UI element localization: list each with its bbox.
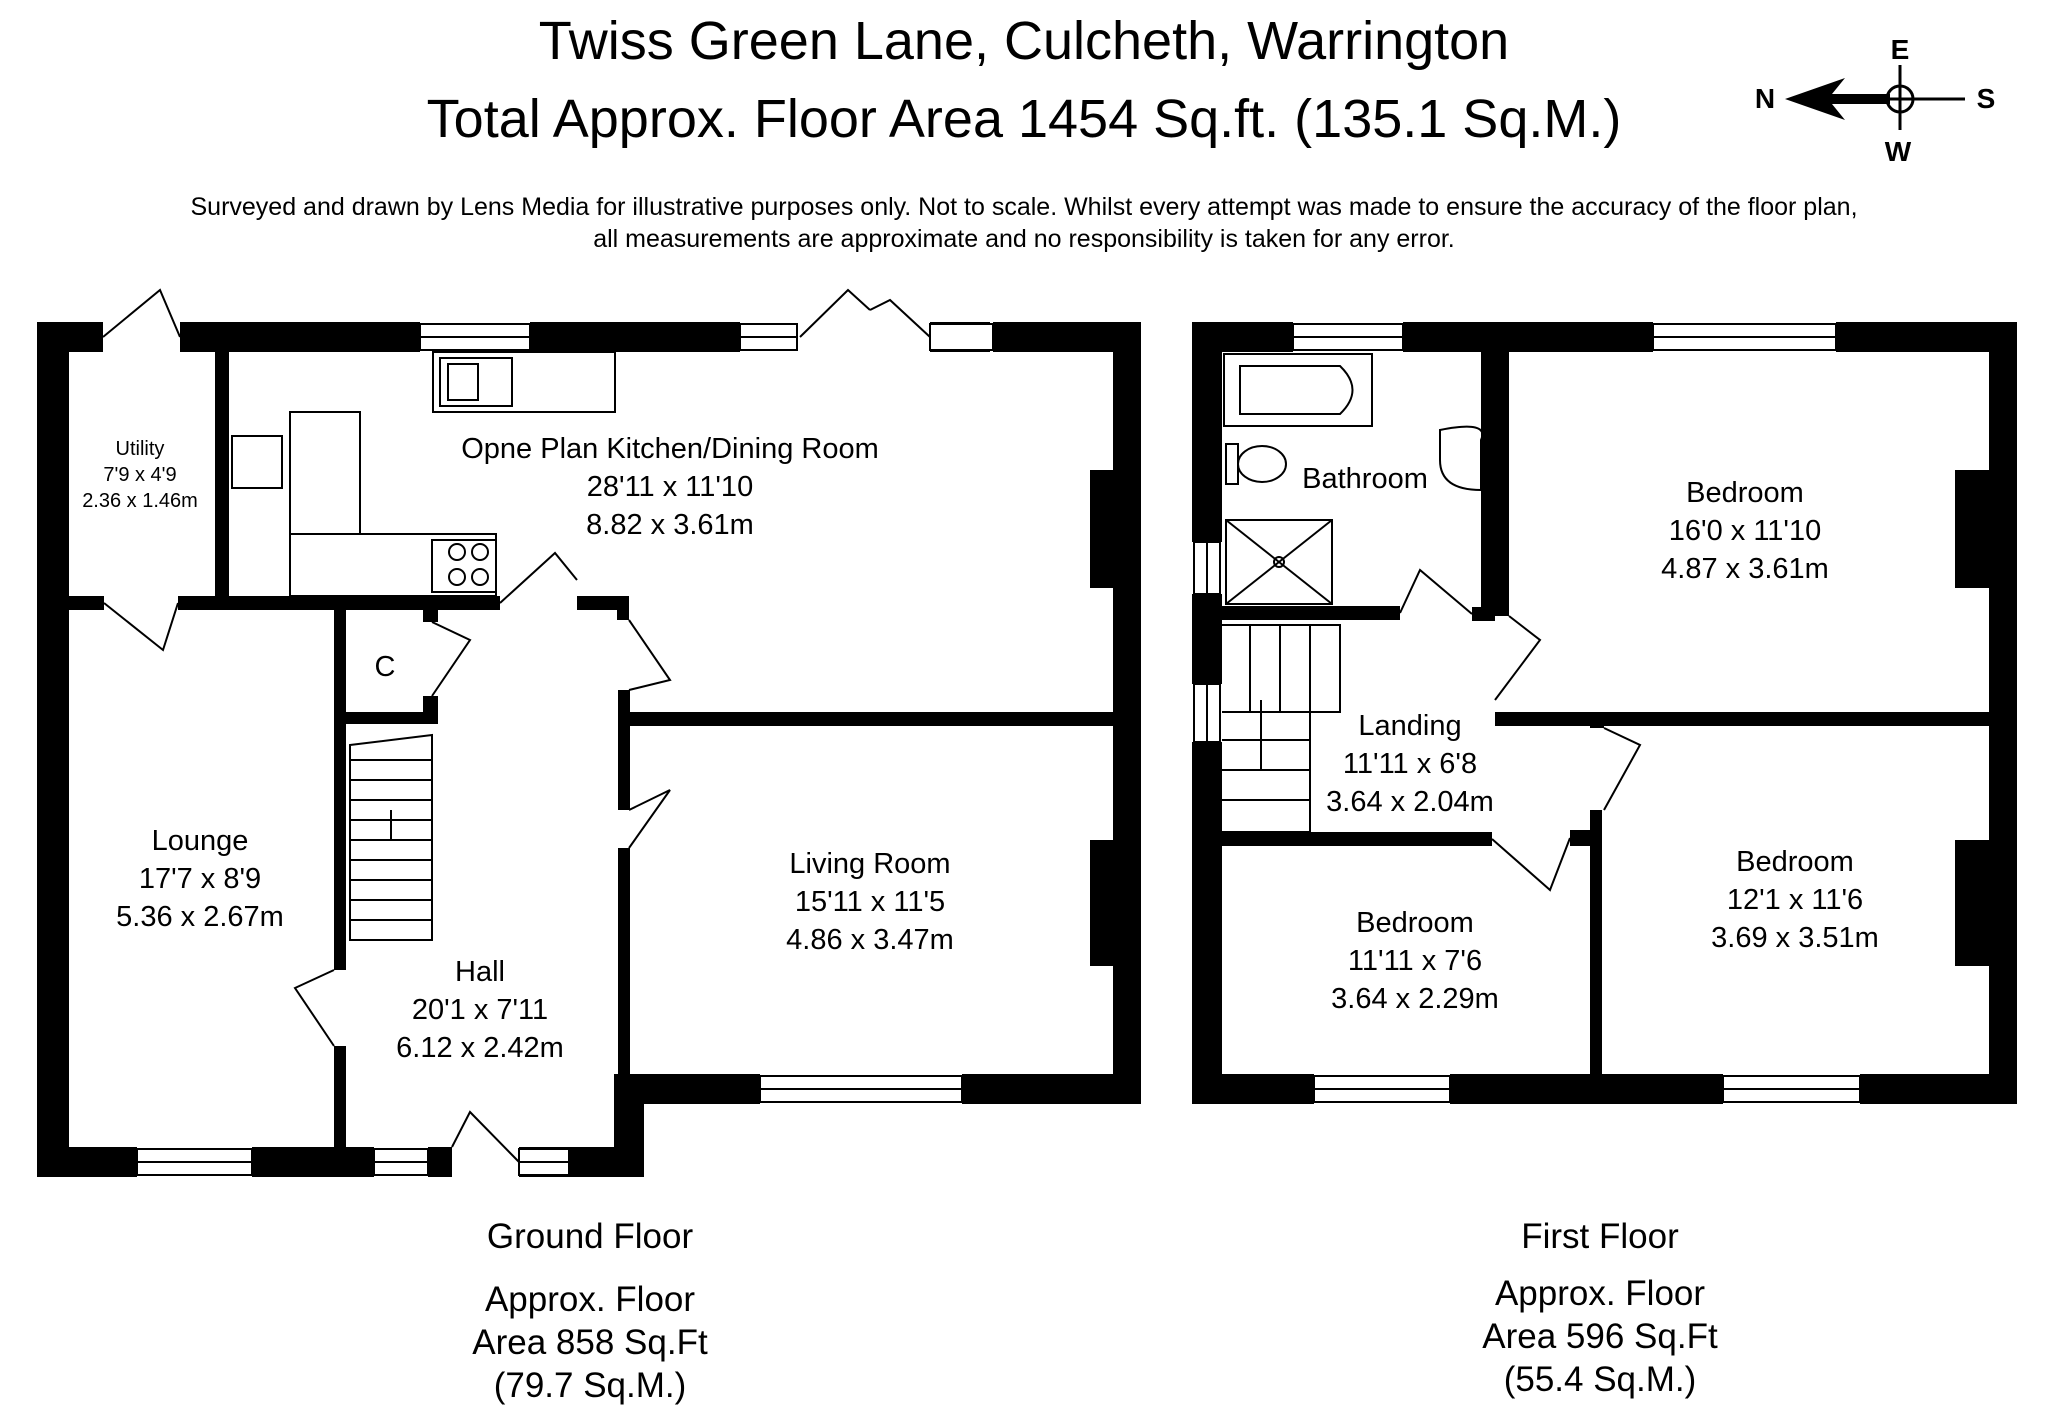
- first-floor-title: First Floor: [1521, 1217, 1679, 1256]
- kitchen-imperial: 28'11 x 11'10: [586, 471, 754, 503]
- bedroom-1-name: Bedroom: [1686, 477, 1804, 509]
- bedroom-2-label: Bedroom 12'1 x 11'6 3.69 x 3.51m: [1680, 843, 1910, 957]
- bathroom-label: Bathroom: [1302, 463, 1428, 495]
- disclaimer-line-2: all measurements are approximate and no …: [593, 225, 1455, 253]
- lounge-imperial: 17'7 x 8'9: [138, 863, 262, 895]
- bedroom-3-name: Bedroom: [1356, 907, 1474, 939]
- ground-floor-fixtures: [231, 351, 616, 941]
- bedroom-2-metric: 3.69 x 3.51m: [1711, 922, 1879, 954]
- disclaimer-line-1: Surveyed and drawn by Lens Media for ill…: [190, 193, 1858, 221]
- utility-metric: 2.36 x 1.46m: [82, 490, 198, 512]
- first-floor-windows: [1193, 323, 1861, 1103]
- living-imperial: 15'11 x 11'5: [794, 886, 946, 918]
- first-floor-area-1: Approx. Floor: [1494, 1274, 1706, 1313]
- ground-floor-area-3: (79.7 Sq.M.): [493, 1366, 687, 1405]
- bedroom-1-imperial: 16'0 x 11'10: [1668, 515, 1822, 547]
- bedroom-3-imperial: 11'11 x 7'6: [1347, 945, 1483, 977]
- utility-imperial: 7'9 x 4'9: [103, 464, 177, 486]
- ground-floor-title: Ground Floor: [486, 1217, 694, 1256]
- kitchen-name: Opne Plan Kitchen/Dining Room: [461, 433, 879, 465]
- hall-name: Hall: [455, 956, 505, 988]
- lounge-room-label: Lounge 17'7 x 8'9 5.36 x 2.67m: [90, 822, 310, 936]
- living-name: Living Room: [789, 848, 951, 880]
- utility-name: Utility: [115, 438, 165, 460]
- ground-floor-walls: [37, 322, 1141, 1177]
- landing-label: Landing 11'11 x 6'8 3.64 x 2.04m: [1300, 707, 1520, 821]
- ground-floor-area-1: Approx. Floor: [484, 1280, 696, 1319]
- total-area-title: Total Approx. Floor Area 1454 Sq.ft. (13…: [426, 89, 1622, 149]
- living-room-label: Living Room 15'11 x 11'5 4.86 x 3.47m: [750, 845, 990, 959]
- first-floor-caption: First Floor Approx. Floor Area 596 Sq.Ft…: [1400, 1215, 1800, 1401]
- bedroom-1-metric: 4.87 x 3.61m: [1661, 553, 1829, 585]
- compass-south-label: S: [1976, 83, 1996, 114]
- utility-room-label: Utility 7'9 x 4'9 2.36 x 1.46m: [70, 436, 210, 514]
- cupboard-label: C: [374, 651, 396, 683]
- bedroom-2-imperial: 12'1 x 11'6: [1726, 884, 1864, 916]
- hall-metric: 6.12 x 2.42m: [396, 1032, 564, 1064]
- lounge-metric: 5.36 x 2.67m: [116, 901, 284, 933]
- first-floor-walls: [1192, 322, 2017, 1104]
- bedroom-3-metric: 3.64 x 2.29m: [1331, 983, 1499, 1015]
- hall-room-label: Hall 20'1 x 7'11 6.12 x 2.42m: [370, 953, 590, 1067]
- lounge-name: Lounge: [151, 825, 249, 857]
- first-floor-fixtures: [1222, 353, 1484, 833]
- compass-east-label: E: [1890, 34, 1910, 65]
- living-metric: 4.86 x 3.47m: [786, 924, 954, 956]
- bedroom-1-label: Bedroom 16'0 x 11'10 4.87 x 3.61m: [1630, 474, 1860, 588]
- kitchen-room-label: Opne Plan Kitchen/Dining Room 28'11 x 11…: [420, 430, 920, 544]
- address-title: Twiss Green Lane, Culcheth, Warrington: [538, 11, 1510, 71]
- landing-imperial: 11'11 x 6'8: [1342, 748, 1478, 780]
- first-floor-area-2: Area 596 Sq.Ft: [1482, 1317, 1718, 1356]
- bedroom-3-label: Bedroom 11'11 x 7'6 3.64 x 2.29m: [1300, 904, 1530, 1018]
- first-floor-area-3: (55.4 Sq.M.): [1503, 1360, 1697, 1399]
- ground-floor-area-2: Area 858 Sq.Ft: [472, 1323, 708, 1362]
- bedroom-2-name: Bedroom: [1736, 846, 1854, 878]
- ground-floor-windows: [136, 323, 994, 1176]
- landing-name: Landing: [1358, 710, 1462, 742]
- ground-floor-doors: [102, 288, 931, 1163]
- kitchen-metric: 8.82 x 3.61m: [586, 509, 754, 541]
- ground-floor-caption: Ground Floor Approx. Floor Area 858 Sq.F…: [390, 1215, 790, 1407]
- compass-north-label: N: [1754, 83, 1776, 114]
- compass-west-label: W: [1884, 136, 1912, 167]
- hall-imperial: 20'1 x 7'11: [411, 994, 549, 1026]
- landing-metric: 3.64 x 2.04m: [1326, 786, 1494, 818]
- first-floor-doors: [1399, 568, 1642, 892]
